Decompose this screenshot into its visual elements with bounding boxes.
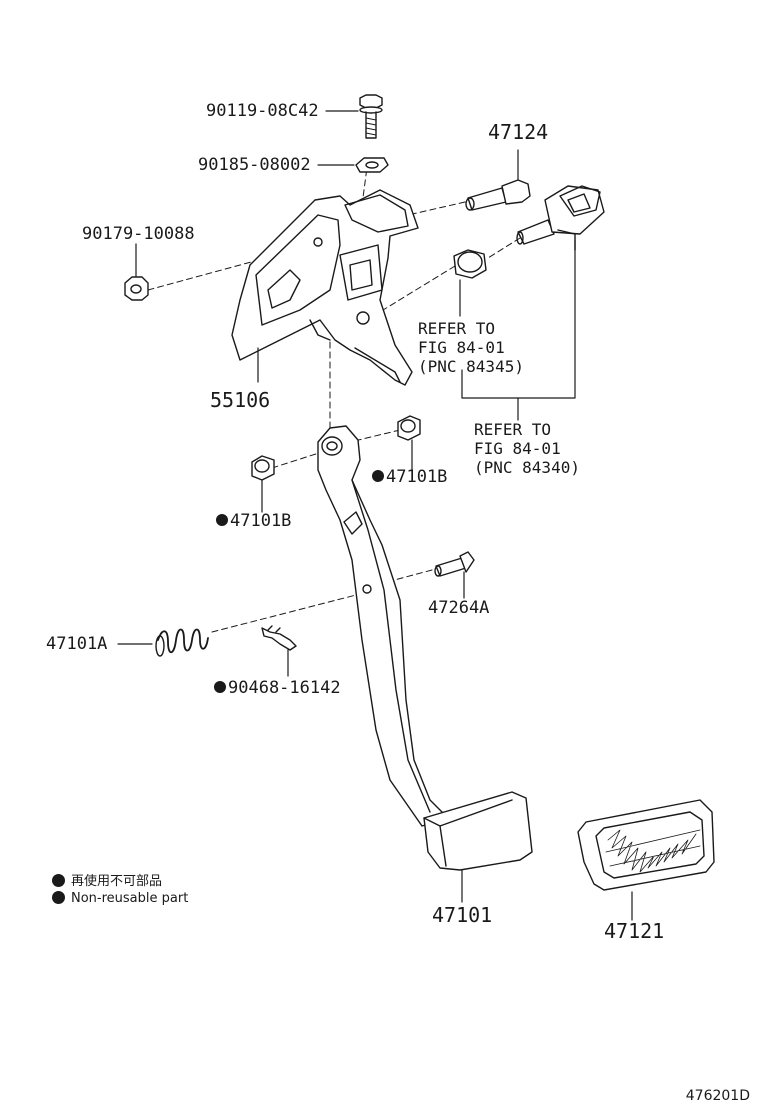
pedal-pad-on-arm-drawing xyxy=(423,791,533,903)
refer-note-1: REFER TO FIG 84-01 (PNC 84345) xyxy=(418,319,524,376)
refer-note-1-line-3: (PNC 84345) xyxy=(418,357,524,376)
clevis-pin-drawing xyxy=(434,551,475,599)
figure-id: 476201D xyxy=(685,1088,750,1104)
part-number-pedal-arm: 47101 xyxy=(432,903,493,927)
part-number-clevis-pin: 47264A xyxy=(428,598,490,618)
part-number-nut-plate: 90185-08002 xyxy=(198,155,311,175)
non-reusable-mark xyxy=(216,514,228,526)
part-number-pedal-pad: 47121 xyxy=(604,919,665,943)
bolt-drawing xyxy=(325,94,383,139)
bush-left-drawing xyxy=(251,455,275,513)
refer-note-2-line-3: (PNC 84340) xyxy=(474,458,580,477)
part-number-clip-text: 90468-16142 xyxy=(228,678,341,698)
refer-note-1-line-2: FIG 84-01 xyxy=(418,338,505,357)
refer-note-2-line-1: REFER TO xyxy=(474,420,552,439)
clip-drawing xyxy=(261,625,297,677)
pedal-arm-drawing xyxy=(317,425,449,827)
non-reusable-mark xyxy=(372,470,384,482)
pedal-pad-drawing xyxy=(577,799,715,921)
legend-text-japanese: 再使用不可部品 xyxy=(71,874,163,889)
legend-bullet-icon xyxy=(52,874,65,887)
refer-note-1-line-1: REFER TO xyxy=(418,319,496,338)
return-spring-drawing xyxy=(117,628,209,657)
part-number-spring: 47101A xyxy=(46,634,108,654)
nut-drawing xyxy=(124,243,149,301)
part-number-bush-right: 47101B xyxy=(372,467,447,487)
part-number-bush-left-text: 47101B xyxy=(230,511,292,531)
nut-plate-drawing xyxy=(317,157,389,173)
legend-line-english: Non-reusable part xyxy=(52,891,188,906)
part-number-bolt: 90119-08C42 xyxy=(206,101,319,121)
part-number-bracket: 55106 xyxy=(210,388,271,412)
part-number-bracket-pin: 47124 xyxy=(488,120,549,144)
part-number-clip: 90468-16142 xyxy=(214,678,341,698)
refer-note-2-line-2: FIG 84-01 xyxy=(474,439,561,458)
legend-line-japanese: 再使用不可部品 xyxy=(52,870,162,889)
legend-bullet-icon xyxy=(52,891,65,904)
cushion-drawing xyxy=(453,249,487,279)
part-number-nut: 90179-10088 xyxy=(82,224,195,244)
refer-note-2: REFER TO FIG 84-01 (PNC 84340) xyxy=(474,420,580,477)
part-number-bush-right-text: 47101B xyxy=(386,467,448,487)
legend-text-english: Non-reusable part xyxy=(71,891,189,906)
non-reusable-mark xyxy=(214,681,226,693)
bracket-pin-drawing xyxy=(465,149,531,211)
pedal-bracket-drawing xyxy=(231,189,419,386)
stop-lamp-switch-drawing xyxy=(516,185,605,251)
refer-leader-lines xyxy=(459,239,576,421)
part-number-bush-left: 47101B xyxy=(216,511,291,531)
bush-right-drawing xyxy=(397,415,421,473)
